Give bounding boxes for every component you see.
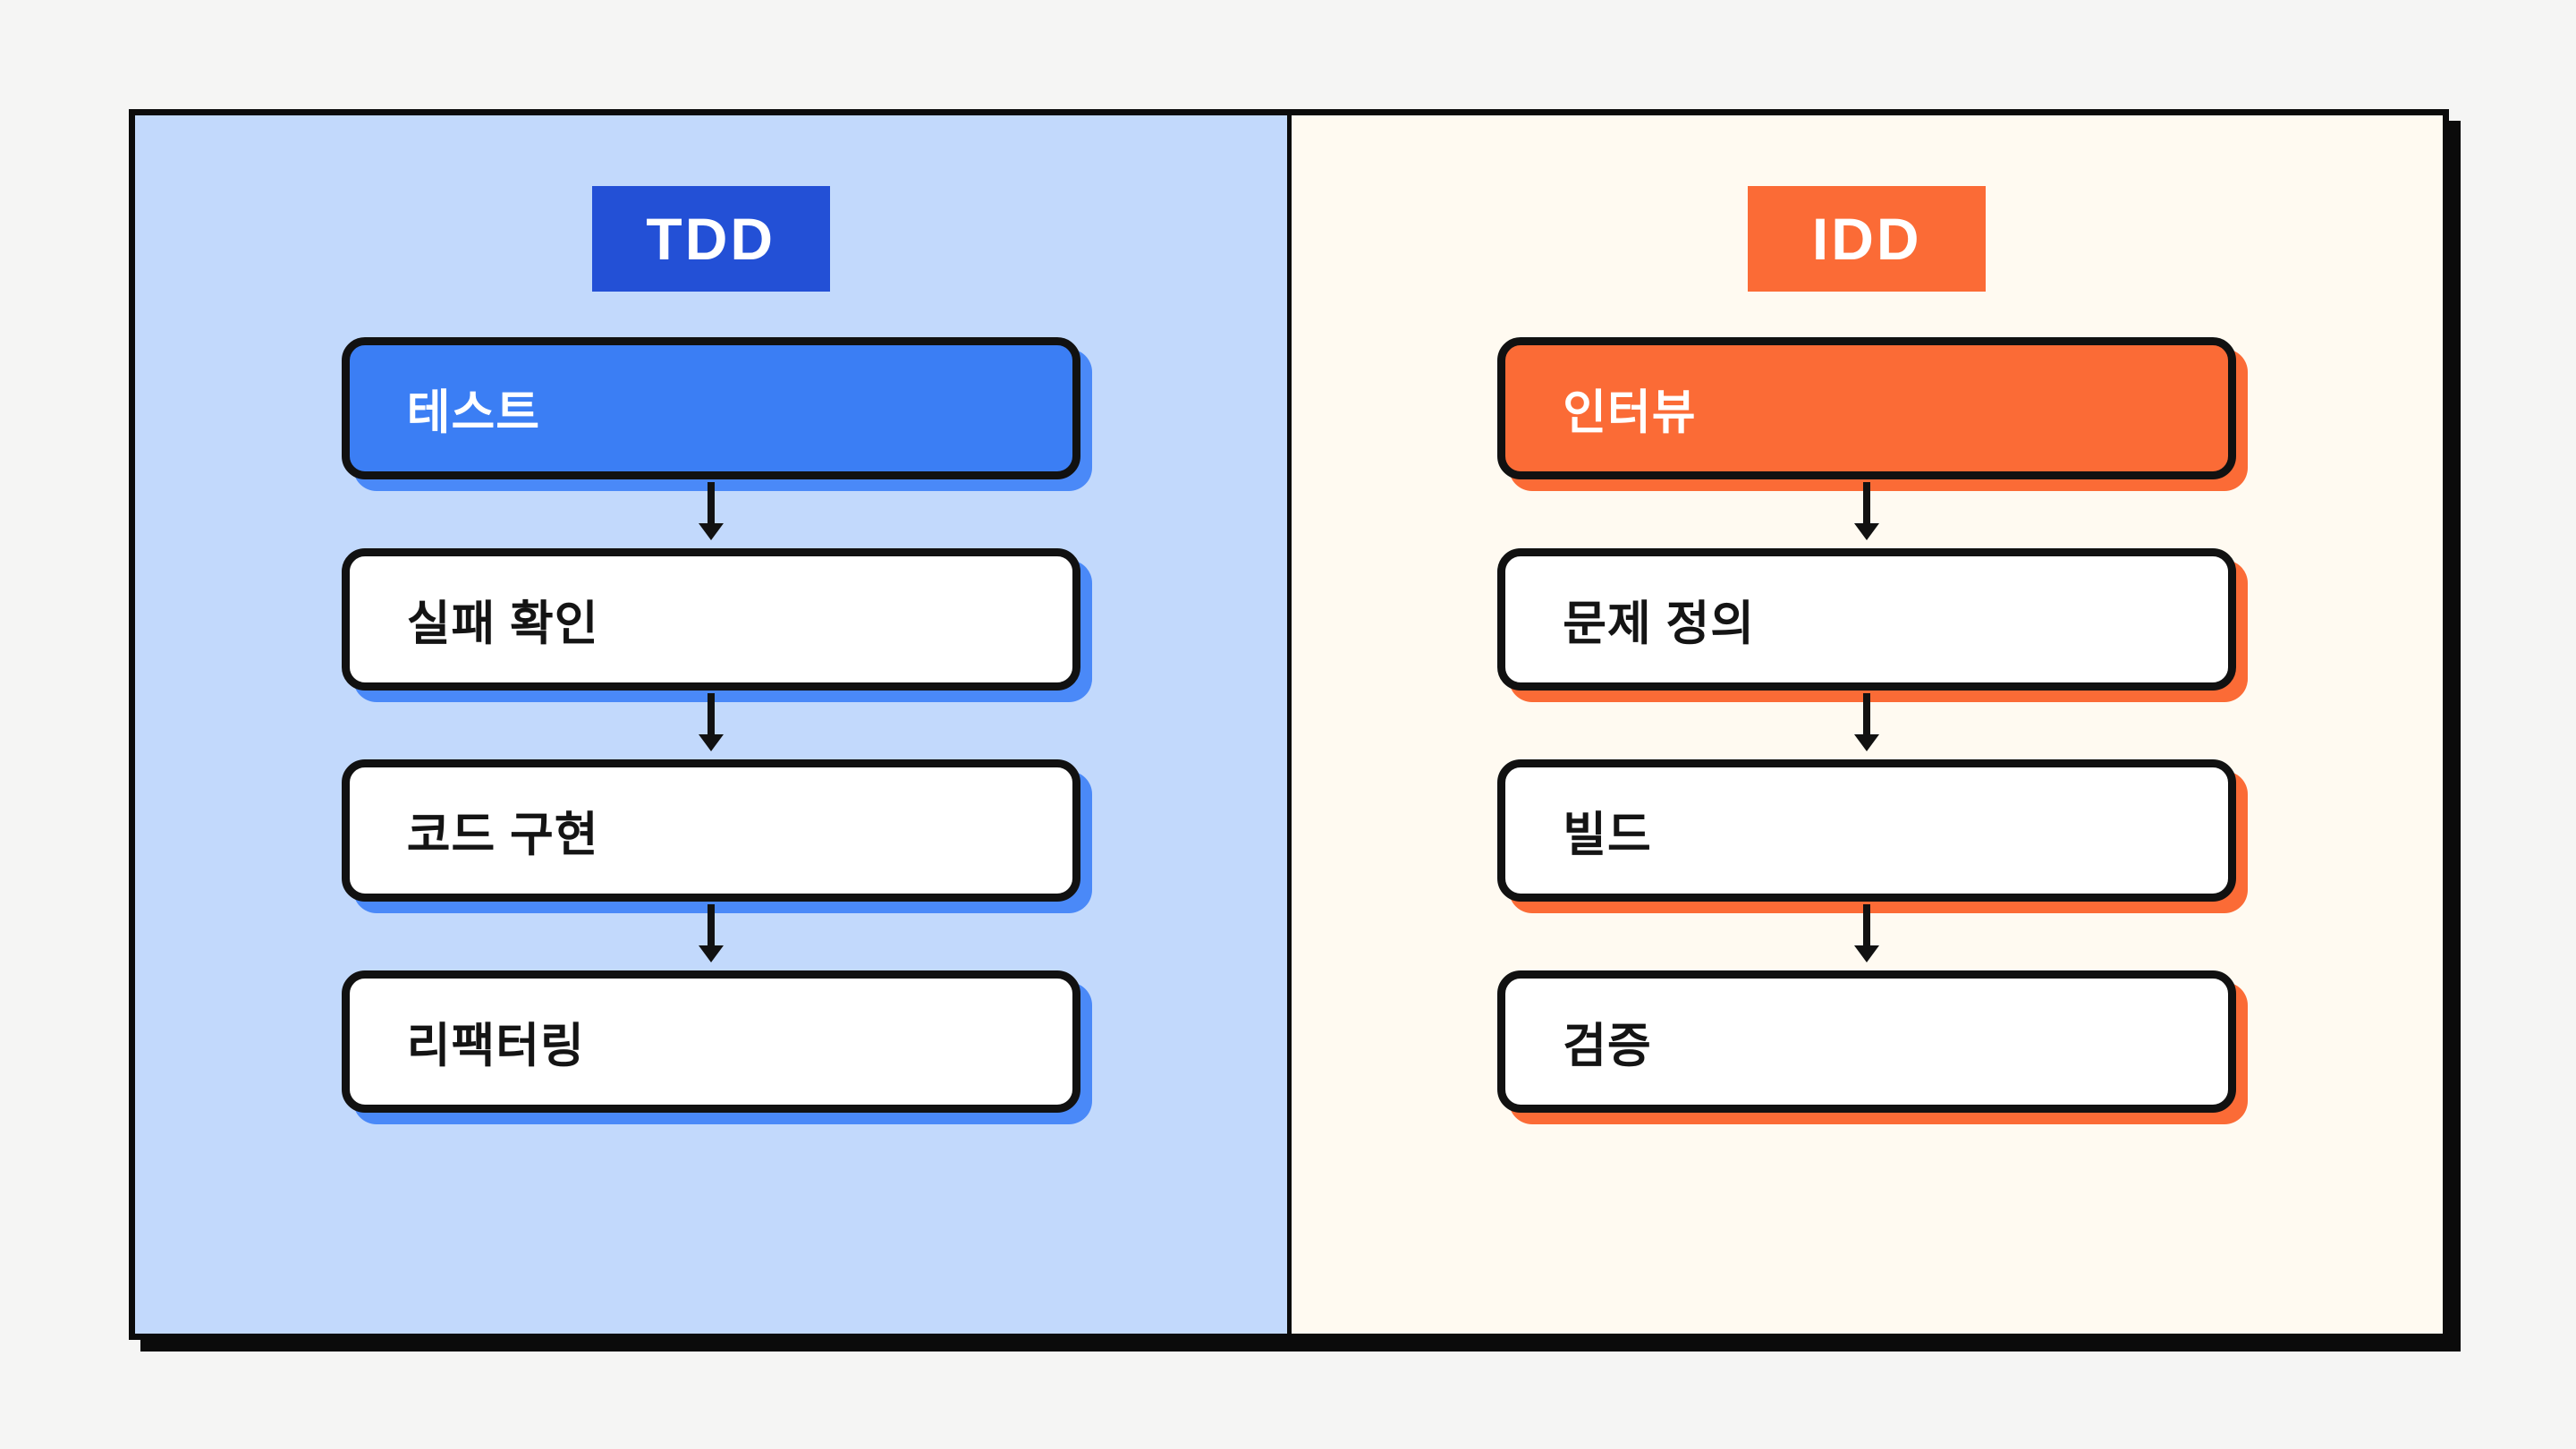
flow-connector xyxy=(1497,902,2236,970)
flow-step-tdd-2: 실패 확인 xyxy=(341,548,1080,691)
arrow-down-icon xyxy=(698,945,724,962)
flow-step-idd-1: 인터뷰 xyxy=(1497,337,2237,479)
panel-tdd: TDD 테스트 실패 확인 코드 구현 리팩터링 xyxy=(135,115,1292,1334)
arrow-line xyxy=(1863,482,1871,523)
comparison-board: TDD 테스트 실패 확인 코드 구현 리팩터링 IDD 인터뷰 문제 정의 빌… xyxy=(129,109,2449,1340)
arrow-line xyxy=(707,904,715,945)
flow-step-idd-3: 빌드 xyxy=(1497,759,2237,902)
flow-tdd: 테스트 실패 확인 코드 구현 리팩터링 xyxy=(341,337,1080,1113)
flow-step-idd-4: 검증 xyxy=(1497,970,2237,1113)
arrow-down-icon xyxy=(1854,523,1880,540)
arrow-line xyxy=(1863,904,1871,945)
flow-step-idd-2: 문제 정의 xyxy=(1497,548,2237,691)
flow-connector xyxy=(342,691,1080,759)
flow-step-tdd-3: 코드 구현 xyxy=(341,759,1080,902)
arrow-down-icon xyxy=(698,523,724,540)
flow-step-tdd-1: 테스트 xyxy=(341,337,1080,479)
flow-idd: 인터뷰 문제 정의 빌드 검증 xyxy=(1497,337,2237,1113)
arrow-line xyxy=(1863,693,1871,734)
column-badge-tdd: TDD xyxy=(591,186,830,292)
arrow-down-icon xyxy=(1854,734,1880,751)
arrow-down-icon xyxy=(1854,945,1880,962)
column-badge-idd: IDD xyxy=(1748,186,1987,292)
flow-connector xyxy=(342,902,1080,970)
arrow-line xyxy=(707,482,715,523)
panel-idd: IDD 인터뷰 문제 정의 빌드 검증 xyxy=(1291,115,2443,1334)
flow-connector xyxy=(1497,691,2236,759)
flow-step-tdd-4: 리팩터링 xyxy=(341,970,1080,1113)
arrow-down-icon xyxy=(698,734,724,751)
arrow-line xyxy=(707,693,715,734)
flow-connector xyxy=(342,479,1080,548)
flow-connector xyxy=(1497,479,2236,548)
